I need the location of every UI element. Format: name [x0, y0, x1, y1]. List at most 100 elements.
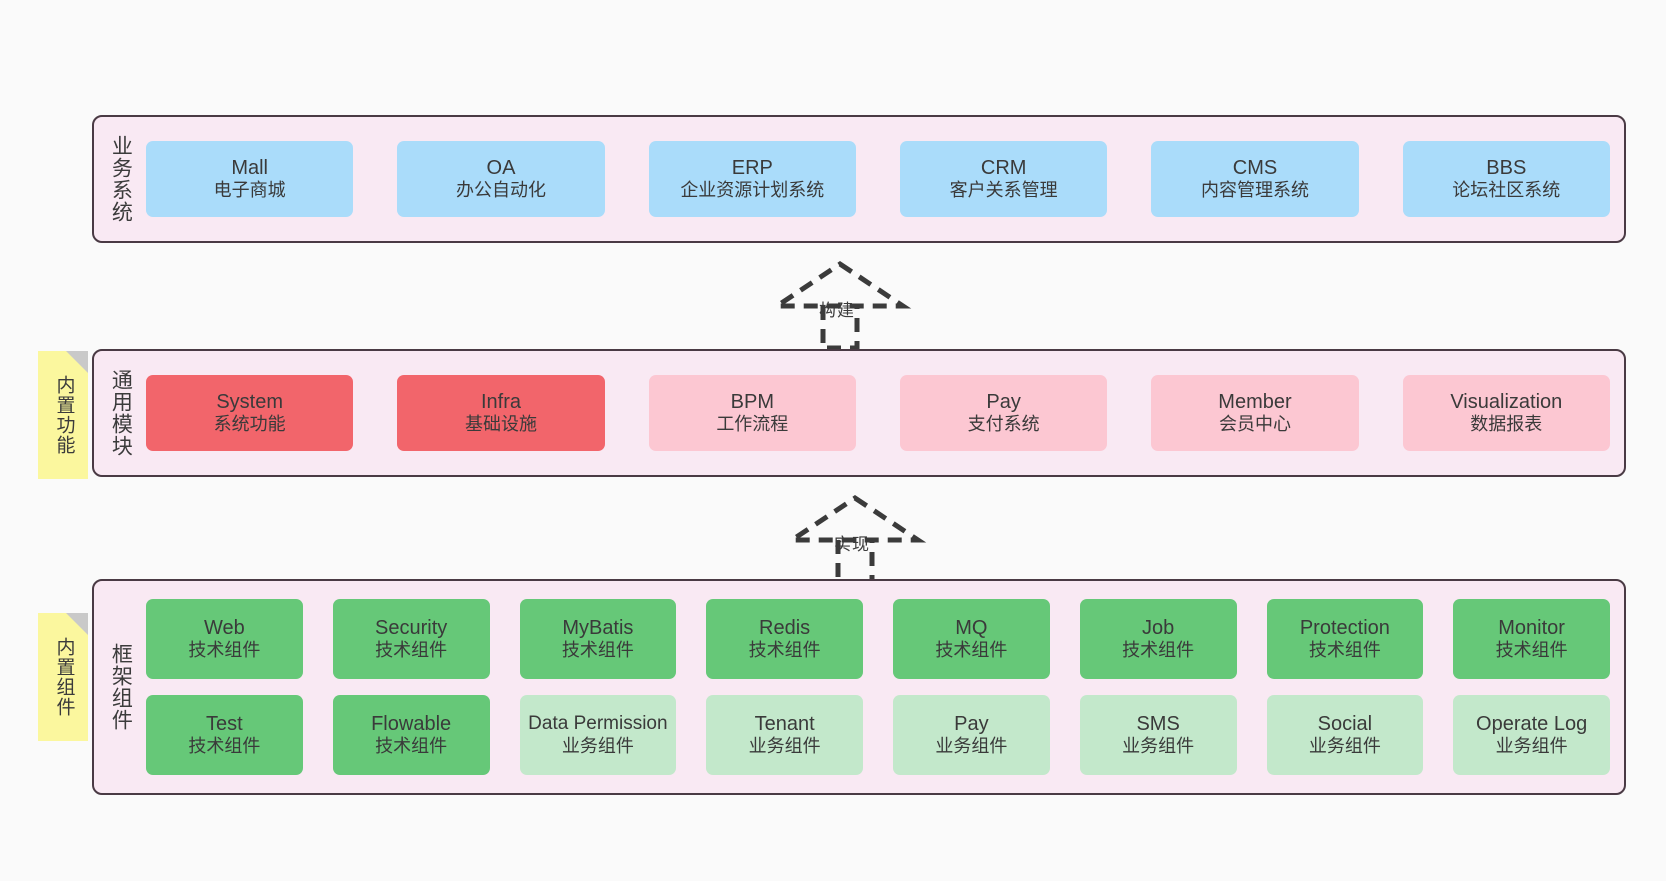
sticky-note-builtin-components: 内置组件 — [38, 613, 88, 741]
module-card-member[interactable]: Member 会员中心 — [1151, 375, 1359, 451]
note-fold-corner-icon — [66, 613, 88, 635]
module-title: Monitor — [1498, 616, 1565, 639]
module-card-data-permission[interactable]: Data Permission 业务组件 — [519, 695, 677, 775]
module-title: Mall — [231, 156, 268, 179]
module-subtitle: 系统功能 — [213, 414, 286, 435]
layer-title-common-modules: 通用模块 — [109, 369, 133, 457]
module-subtitle: 支付系统 — [967, 414, 1040, 435]
module-title: CMS — [1232, 156, 1278, 179]
module-title: BBS — [1486, 156, 1527, 179]
module-subtitle: 基础设施 — [464, 414, 537, 435]
module-card-web[interactable]: Web 技术组件 — [146, 599, 303, 679]
sticky-note-label: 内置组件 — [53, 637, 75, 717]
module-subtitle: 电子商城 — [213, 180, 286, 201]
module-card-bpm[interactable]: BPM 工作流程 — [648, 375, 856, 451]
module-title: System — [216, 390, 283, 413]
module-card-infra[interactable]: Infra 基础设施 — [397, 375, 605, 451]
module-title: Redis — [759, 616, 811, 639]
module-card-mq[interactable]: MQ 技术组件 — [893, 599, 1050, 679]
module-card-monitor[interactable]: Monitor 技术组件 — [1453, 599, 1610, 679]
module-title: MQ — [955, 616, 988, 639]
module-subtitle: 数据报表 — [1470, 414, 1543, 435]
layer-framework-components: 框架组件 Web 技术组件 Security 技术组件 MyBatis 技术组件… — [92, 579, 1626, 795]
layer-title-business-systems: 业务系统 — [109, 135, 133, 223]
module-subtitle: 技术组件 — [1122, 640, 1195, 661]
module-subtitle: 业务组件 — [1122, 736, 1195, 757]
module-row: Mall 电子商城 OA 办公自动化 ERP 企业资源计划系统 CRM 客户关系… — [146, 141, 1624, 217]
module-title: Social — [1317, 712, 1373, 735]
module-subtitle: 技术组件 — [748, 640, 821, 661]
module-title: OA — [486, 156, 516, 179]
module-title: Pay — [954, 712, 989, 735]
module-title: CRM — [980, 156, 1027, 179]
module-subtitle: 业务组件 — [1308, 736, 1381, 757]
module-title: Pay — [986, 390, 1021, 413]
layer-common-modules: 通用模块 System 系统功能 Infra 基础设施 BPM 工作流程 Pay… — [92, 349, 1626, 477]
sticky-note-builtin-features: 内置功能 — [38, 351, 88, 479]
module-card-security[interactable]: Security 技术组件 — [332, 599, 490, 679]
module-subtitle: 工作流程 — [716, 414, 789, 435]
layer-body-business-systems: Mall 电子商城 OA 办公自动化 ERP 企业资源计划系统 CRM 客户关系… — [146, 117, 1624, 241]
module-card-protection[interactable]: Protection 技术组件 — [1266, 599, 1424, 679]
module-title: Test — [206, 712, 243, 735]
module-subtitle: 办公自动化 — [455, 180, 546, 201]
module-card-redis[interactable]: Redis 技术组件 — [706, 599, 863, 679]
generalization-arrow-icon — [768, 260, 912, 350]
module-card-sms[interactable]: SMS 业务组件 — [1079, 695, 1237, 775]
module-title: MyBatis — [562, 616, 634, 639]
module-card-mybatis[interactable]: MyBatis 技术组件 — [519, 599, 677, 679]
module-subtitle: 技术组件 — [188, 640, 261, 661]
connector-label-implement: 实现 — [834, 535, 870, 554]
module-title: Flowable — [371, 712, 452, 735]
module-title: Member — [1218, 390, 1292, 413]
module-subtitle: 客户关系管理 — [949, 180, 1058, 201]
module-card-system[interactable]: System 系统功能 — [146, 375, 354, 451]
module-card-pay-component[interactable]: Pay 业务组件 — [893, 695, 1050, 775]
module-subtitle: 技术组件 — [1308, 640, 1381, 661]
module-subtitle: 会员中心 — [1218, 414, 1291, 435]
module-card-oa[interactable]: OA 办公自动化 — [397, 141, 605, 217]
module-card-bbs[interactable]: BBS 论坛社区系统 — [1402, 141, 1610, 217]
module-subtitle: 内容管理系统 — [1200, 180, 1309, 201]
module-title: Visualization — [1450, 390, 1563, 413]
module-card-flowable[interactable]: Flowable 技术组件 — [332, 695, 490, 775]
module-subtitle: 技术组件 — [561, 640, 634, 661]
module-card-cms[interactable]: CMS 内容管理系统 — [1151, 141, 1359, 217]
module-title: Tenant — [754, 712, 815, 735]
module-card-test[interactable]: Test 技术组件 — [146, 695, 303, 775]
note-fold-corner-icon — [66, 351, 88, 373]
connector-implement: 实现 — [770, 492, 940, 584]
module-card-erp[interactable]: ERP 企业资源计划系统 — [648, 141, 856, 217]
module-subtitle: 技术组件 — [375, 640, 448, 661]
module-subtitle: 技术组件 — [375, 736, 448, 757]
module-card-mall[interactable]: Mall 电子商城 — [146, 141, 354, 217]
connector-label-build: 构建 — [819, 301, 855, 320]
module-card-operate-log[interactable]: Operate Log 业务组件 — [1453, 695, 1610, 775]
module-row: Web 技术组件 Security 技术组件 MyBatis 技术组件 Redi… — [146, 599, 1610, 679]
layer-body-framework-components: Web 技术组件 Security 技术组件 MyBatis 技术组件 Redi… — [146, 581, 1624, 793]
module-subtitle: 业务组件 — [748, 736, 821, 757]
module-card-crm[interactable]: CRM 客户关系管理 — [899, 141, 1108, 217]
module-card-tenant[interactable]: Tenant 业务组件 — [706, 695, 863, 775]
module-card-pay[interactable]: Pay 支付系统 — [899, 375, 1108, 451]
module-subtitle: 业务组件 — [1495, 736, 1568, 757]
module-title: ERP — [731, 156, 773, 179]
module-subtitle: 业务组件 — [935, 736, 1008, 757]
module-title: Security — [375, 616, 448, 639]
module-row: System 系统功能 Infra 基础设施 BPM 工作流程 Pay 支付系统… — [146, 375, 1624, 451]
layer-business-systems: 业务系统 Mall 电子商城 OA 办公自动化 ERP 企业资源计划系统 CRM… — [92, 115, 1626, 243]
module-title: SMS — [1136, 712, 1180, 735]
module-title: Job — [1142, 616, 1175, 639]
module-subtitle: 技术组件 — [188, 736, 261, 757]
layer-body-common-modules: System 系统功能 Infra 基础设施 BPM 工作流程 Pay 支付系统… — [146, 351, 1624, 475]
module-subtitle: 论坛社区系统 — [1452, 180, 1561, 201]
module-card-visualization[interactable]: Visualization 数据报表 — [1402, 375, 1610, 451]
module-subtitle: 技术组件 — [1495, 640, 1568, 661]
module-title: Operate Log — [1476, 712, 1588, 735]
module-title: Protection — [1299, 616, 1390, 639]
sticky-note-label: 内置功能 — [53, 375, 75, 455]
module-subtitle: 企业资源计划系统 — [680, 180, 825, 201]
module-card-job[interactable]: Job 技术组件 — [1079, 599, 1237, 679]
connector-build: 构建 — [755, 258, 925, 350]
module-card-social[interactable]: Social 业务组件 — [1266, 695, 1424, 775]
